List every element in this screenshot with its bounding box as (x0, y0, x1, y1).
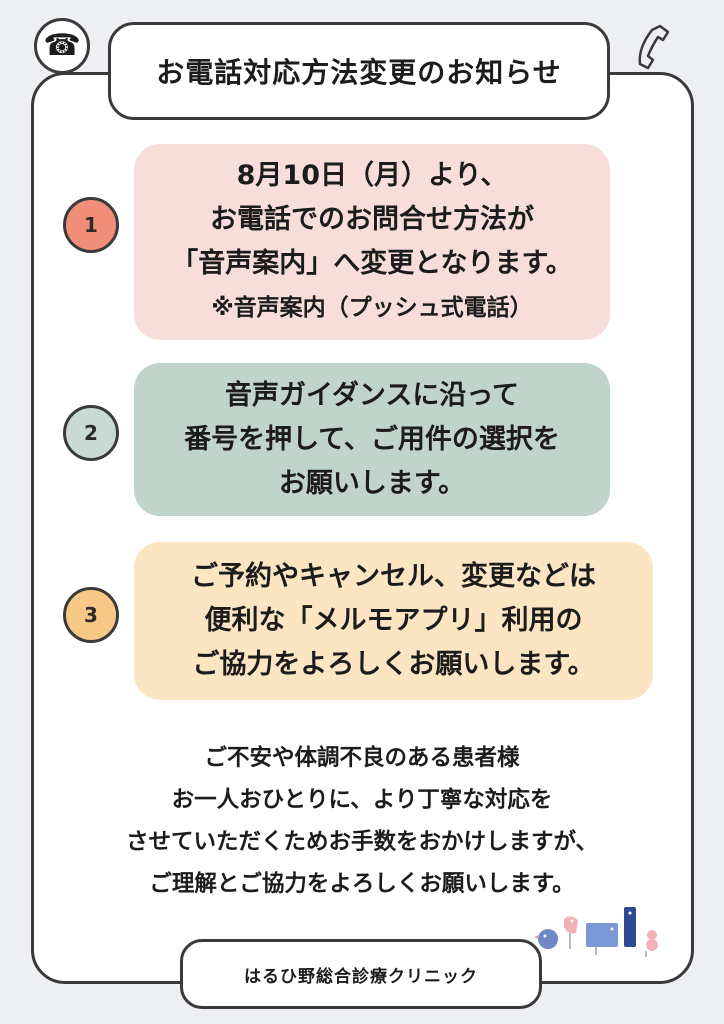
notice-card-2: 音声ガイダンスに沿って 番号を押して、ご用件の選択を お願いします。 (134, 363, 610, 516)
closing-line: ご理解とご協力をよろしくお願いします。 (149, 871, 575, 897)
closing-line: させていただくためお手数をおかけしますが、 (125, 829, 599, 855)
page-title: お電話対応方法変更のお知らせ (108, 22, 610, 120)
phone-handset-icon (638, 24, 670, 70)
number-badge-1: 1 (63, 197, 119, 253)
closing-line: ご不安や体調不良のある患者様 (204, 745, 520, 771)
notice-card-1: 8月10日（月）より、 お電話でのお問合せ方法が 「音声案内」へ変更となります。… (134, 144, 610, 340)
number-badge-3: 3 (63, 587, 119, 643)
telephone-icon: ☎ (34, 18, 90, 74)
card-line: 便利な「メルモアプリ」利用の (204, 605, 583, 636)
clinic-name-footer: はるひ野総合診療クリニック (180, 939, 542, 1009)
card-line: 8月10日（月）より、 (236, 160, 508, 191)
card-line: 「音声案内」へ変更となります。 (171, 248, 573, 279)
card-line: ご協力をよろしくお願いします。 (192, 649, 595, 680)
number-badge-2: 2 (63, 405, 119, 461)
card-line: お願いします。 (278, 467, 466, 499)
closing-line: お一人おひとりに、より丁寧な対応を (171, 787, 553, 813)
card-note: ※音声案内（プッシュ式電話） (211, 295, 533, 321)
card-line: 音声ガイダンスに沿って (224, 379, 520, 411)
card-line: 番号を押して、ご用件の選択を (184, 423, 560, 455)
birds-illustration (534, 907, 658, 957)
notice-card-3: ご予約やキャンセル、変更などは 便利な「メルモアプリ」利用の ご協力をよろしくお… (134, 542, 653, 700)
card-line: ご予約やキャンセル、変更などは (191, 561, 596, 592)
card-line: お電話でのお問合せ方法が (210, 204, 534, 235)
closing-message: ご不安や体調不良のある患者様 お一人おひとりに、より丁寧な対応を させていただく… (36, 737, 688, 905)
